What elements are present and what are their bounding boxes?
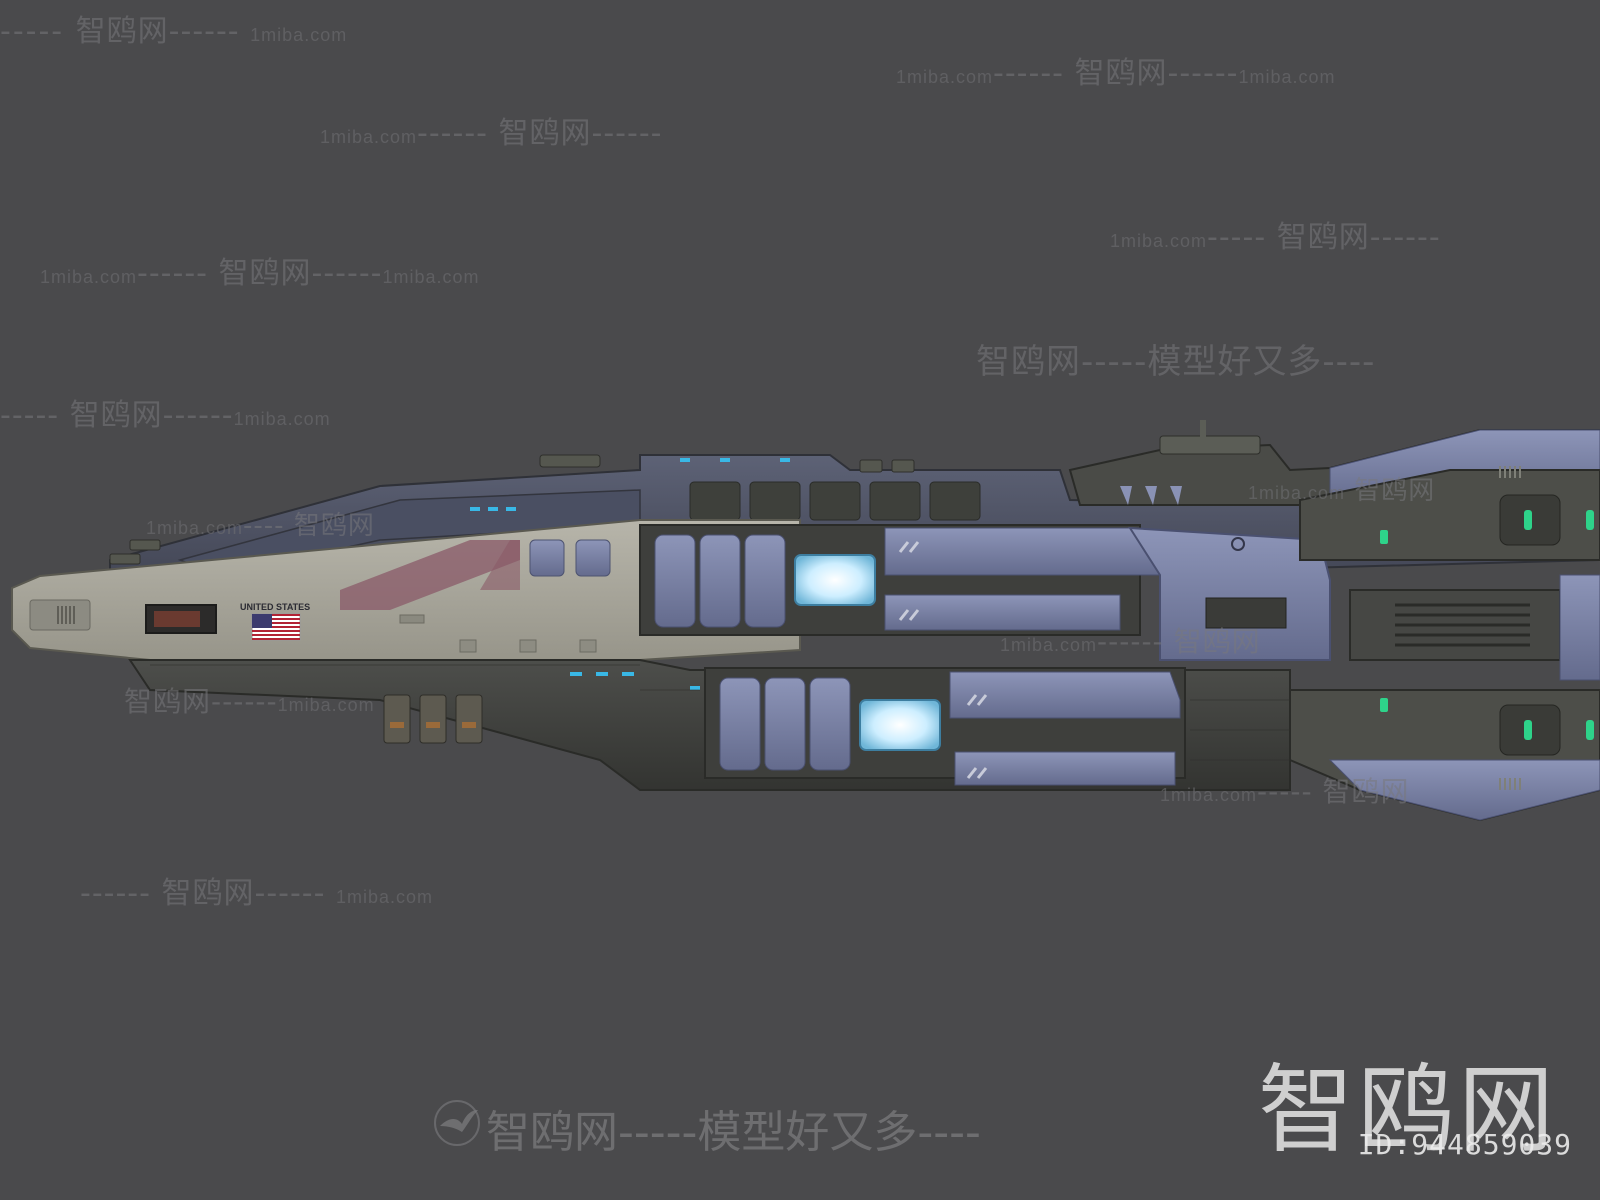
watermark-row: 1miba.com------ 智鸥网------1miba.com xyxy=(40,256,480,291)
watermark-row: 1miba.com 智鸥网 xyxy=(1248,476,1436,506)
watermark-row: 智鸥网------1miba.com xyxy=(124,685,375,718)
us-flag-icon xyxy=(251,613,301,641)
image-id-label: ID:944859039 xyxy=(1357,1128,1572,1161)
bird-logo-icon xyxy=(434,1100,480,1146)
watermark-big-logo: 智鸥网 xyxy=(1258,1054,1558,1166)
engine-glow-upper xyxy=(794,554,876,606)
watermark-row: 1miba.com---- 智鸥网 xyxy=(146,511,375,541)
forward-hull: UNITED STATES xyxy=(11,519,801,661)
watermark-row: ----- 智鸥网------1miba.com xyxy=(0,398,331,433)
watermark-row: ----- 智鸥网------ 1miba.com xyxy=(0,14,348,49)
panel-seams xyxy=(150,664,1290,761)
aft-section xyxy=(1068,420,1600,822)
watermark-bottom-slogan: 智鸥网-----模型好又多---- xyxy=(486,1107,981,1158)
watermark-row: 1miba.com----- 智鸥网------ xyxy=(1110,220,1441,255)
watermark-row: ------ 智鸥网------ 1miba.com xyxy=(80,876,434,911)
lower-engine-block xyxy=(704,667,1186,786)
watermark-row: 1miba.com------ 智鸥网------ xyxy=(320,116,663,151)
hull-marking: UNITED STATES xyxy=(240,602,310,612)
watermark-row: 1miba.com------ 智鸥网------1miba.com xyxy=(896,56,1336,91)
upper-engine-block xyxy=(639,524,1161,636)
watermark-row: 1miba.com------ 智鸥网 xyxy=(1000,625,1261,658)
watermark-row: 1miba.com----- 智鸥网 xyxy=(1160,775,1410,808)
watermark-slogan: 智鸥网-----模型好又多---- xyxy=(976,342,1376,382)
engine-glow-lower xyxy=(859,699,941,751)
